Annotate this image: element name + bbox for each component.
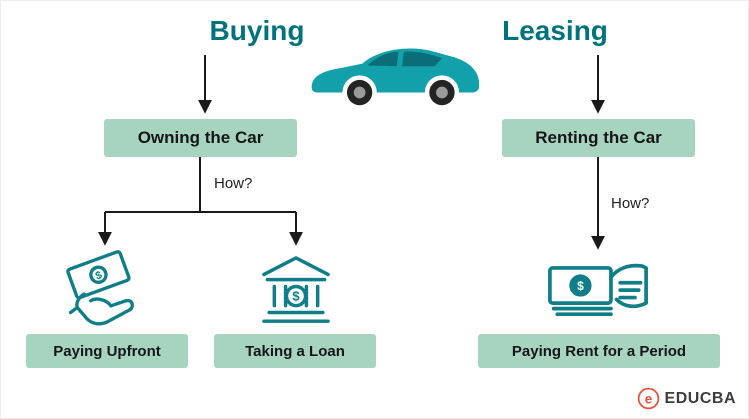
educba-swirl-icon: e [637, 387, 659, 410]
banknote-outline [66, 250, 131, 300]
hand-thumb [89, 297, 113, 308]
cash-in-hand-icon: $ [57, 247, 153, 331]
car-front-window [402, 51, 442, 67]
hand-outline [609, 263, 648, 309]
hand-wrist [68, 305, 79, 315]
node-paying-rent: Paying Rent for a Period [478, 334, 720, 368]
node-renting-the-car: Renting the Car [502, 119, 695, 157]
dollar-sign: $ [94, 269, 104, 282]
hand-fingers [618, 280, 643, 300]
node-taking-a-loan: Taking a Loan [214, 334, 376, 368]
heading-leasing: Leasing [502, 15, 608, 46]
hand-outline [75, 292, 134, 326]
car-illustration [299, 23, 489, 115]
educba-logo-text: EDUCBA [664, 389, 736, 407]
how-label-right: How? [611, 195, 650, 212]
banknote-circle [89, 265, 108, 284]
how-label-left: How? [214, 175, 253, 192]
bank-dollar-circle [284, 284, 308, 308]
cash-payment-icon: $ [541, 255, 655, 329]
dollar-sign: $ [577, 279, 584, 293]
educba-logo: e EDUCBA [637, 387, 736, 410]
car-hub-front [436, 86, 448, 99]
node-owning-the-car: Owning the Car [104, 119, 297, 157]
logo-letter: e [644, 391, 651, 406]
banknote-stack-lines [551, 306, 613, 317]
bank-icon: $ [257, 249, 335, 331]
banknote-outline [548, 266, 613, 305]
banknote-circle [569, 274, 592, 297]
node-paying-upfront: Paying Upfront [26, 334, 188, 368]
heading-buying: Buying [209, 15, 305, 46]
dollar-sign: $ [292, 288, 300, 303]
car-rear-window [367, 51, 399, 67]
car-hub-rear [353, 86, 366, 99]
bank-roof [262, 256, 330, 277]
